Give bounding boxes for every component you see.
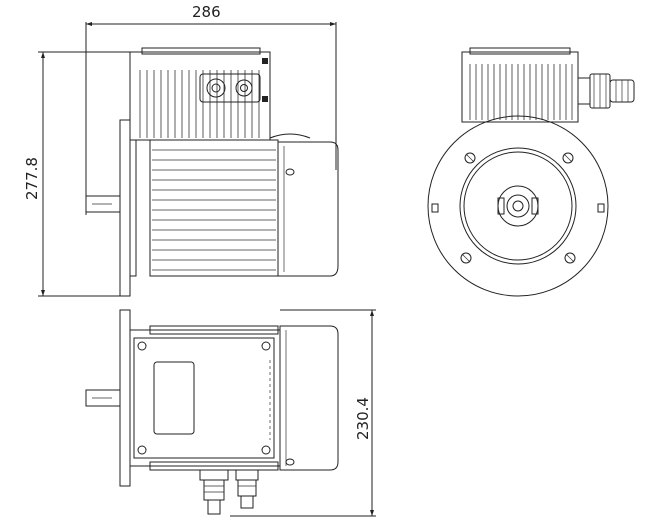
dimension-overall-length: 286 [85,3,337,215]
dimension-height-label: 277.8 [23,157,41,200]
terminal-box-fins [139,70,260,138]
stator-fins [152,149,276,271]
bottom-cable-glands [199,469,259,515]
front-box-fins [469,64,573,120]
motor-top-view [85,309,339,515]
dimension-overall-height: 277.8 [23,51,130,297]
dimension-length-label: 286 [192,3,221,21]
flange-bolt-holes [460,152,576,264]
motor-front-view [427,47,635,297]
dimension-side-height: 230.4 [230,309,376,517]
motor-side-view [85,47,339,297]
dimension-side-height-label: 230.4 [354,397,372,440]
